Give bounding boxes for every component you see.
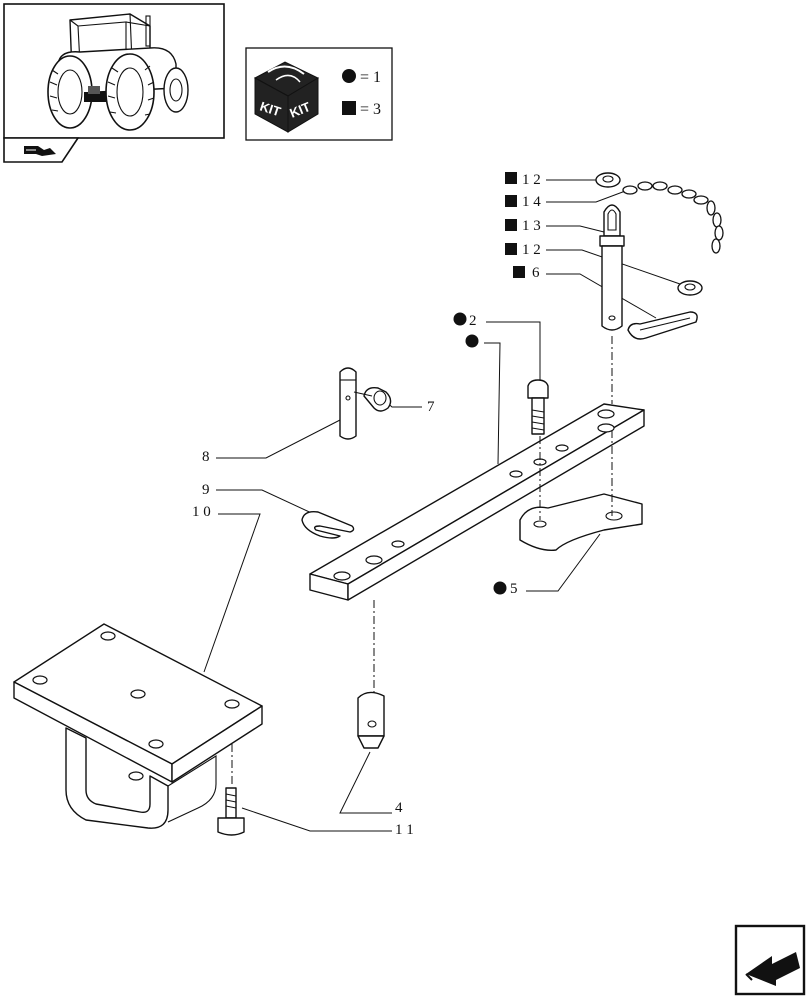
callout-2[interactable]: 2 [453, 312, 541, 385]
svg-text:4: 4 [395, 800, 403, 816]
kit-legend: KIT KIT = 1 = 3 [245, 47, 393, 141]
callout-drawbar-marker[interactable] [465, 334, 501, 465]
bolt-part[interactable] [527, 379, 549, 435]
callout-13[interactable]: 1 3 [505, 218, 605, 234]
svg-text:1 2: 1 2 [522, 242, 541, 258]
callout-14[interactable]: 1 4 [505, 189, 629, 210]
next-page-arrow-icon[interactable] [734, 924, 806, 996]
callout-11[interactable]: 1 1 [241, 807, 414, 838]
support-bracket-part[interactable] [519, 493, 643, 551]
svg-text:7: 7 [427, 399, 435, 415]
callout-4[interactable]: 4 [339, 751, 403, 816]
assembly-axis-lines [231, 336, 613, 786]
svg-text:8: 8 [202, 449, 210, 465]
drawbar-pin-part[interactable] [357, 691, 385, 749]
svg-text:6: 6 [532, 265, 540, 281]
callout-8[interactable]: 8 [202, 419, 341, 465]
callout-12-mid[interactable]: 1 2 [505, 242, 681, 285]
drawbar-part[interactable] [309, 403, 645, 601]
callout-12-top[interactable]: 1 2 [505, 172, 596, 188]
tractor-rear-view-thumbnail[interactable] [3, 3, 225, 139]
r-clip-part[interactable] [301, 510, 355, 539]
linch-pin-part[interactable] [353, 386, 392, 412]
kit-box-icon: KIT KIT [253, 61, 320, 133]
svg-text:9: 9 [202, 482, 210, 498]
spring-clip-part[interactable] [627, 311, 698, 340]
square-marker-icon [342, 101, 356, 115]
mounting-plate-part[interactable] [13, 623, 263, 829]
svg-text:1 1: 1 1 [395, 822, 414, 838]
clevis-pin-part[interactable] [339, 367, 357, 440]
kit-label-right: KIT [288, 99, 313, 121]
circle-marker-icon [342, 69, 356, 83]
svg-text:1 4: 1 4 [522, 194, 541, 210]
washer-mid-part[interactable] [677, 280, 703, 296]
washer-top-part[interactable] [595, 172, 621, 188]
svg-text:1 2: 1 2 [522, 172, 541, 188]
svg-text:1 0: 1 0 [192, 504, 211, 520]
callout-9[interactable]: 9 [202, 482, 319, 517]
circle-quantity-value: = 1 [360, 69, 381, 86]
mounting-bolt-part[interactable] [217, 787, 245, 836]
chain-part[interactable] [622, 181, 724, 254]
square-quantity-value: = 3 [360, 101, 381, 118]
svg-text:2: 2 [469, 313, 477, 329]
callout-5[interactable]: 5 [493, 533, 601, 597]
callout-6[interactable]: 6 [513, 265, 657, 319]
callout-10[interactable]: 1 0 [192, 504, 261, 673]
hitch-pin-part[interactable] [599, 204, 625, 331]
svg-text:1 3: 1 3 [522, 218, 541, 234]
kit-label-left: KIT [258, 99, 283, 120]
previous-page-arrow-tab[interactable] [3, 137, 80, 163]
svg-text:5: 5 [510, 581, 518, 597]
